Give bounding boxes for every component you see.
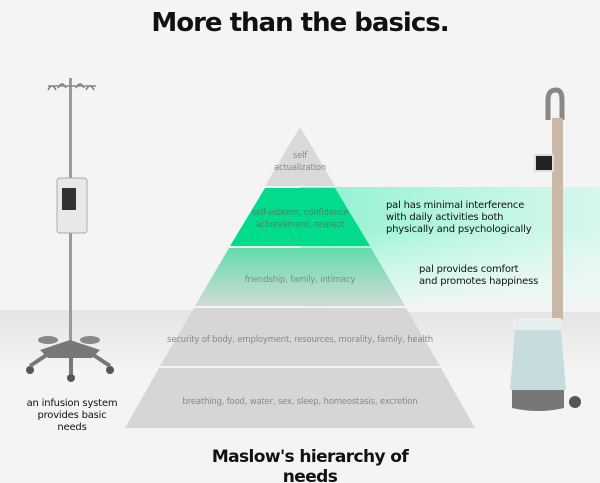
page-title: More than the basics. [151, 8, 449, 38]
pyramid-level-4 [160, 308, 440, 366]
pyramid-level-5 [125, 368, 475, 428]
level-physiological: breathing, food, water, sex, sleep, home… [182, 397, 418, 407]
pyramid-level-3 [195, 248, 405, 306]
pal-device-image [510, 87, 581, 411]
level-text: achievement, respect [255, 220, 345, 230]
diagram-caption: Maslow's hierarchy of needs [211, 447, 409, 483]
level-text: actualization [274, 163, 326, 173]
infusion-note: an infusion system provides basic needs [26, 398, 118, 433]
level-esteem: self-esteem, confidence achievement, res… [230, 207, 370, 231]
pal-interference-note: pal has minimal interference with daily … [386, 200, 532, 235]
pal-comfort-note: pal provides comfort and promotes happin… [419, 264, 539, 287]
level-text: self [292, 151, 308, 161]
level-love: friendship, family, intimacy [244, 275, 356, 285]
level-safety: security of body, employment, resources,… [167, 335, 433, 345]
level-text: self-esteem, confidence [251, 208, 349, 218]
pyramid-level-1 [265, 127, 335, 186]
infusion-stand-image [26, 78, 114, 382]
pyramid-level-2 [230, 188, 370, 246]
level-self-actualization: self actualization [255, 150, 345, 174]
